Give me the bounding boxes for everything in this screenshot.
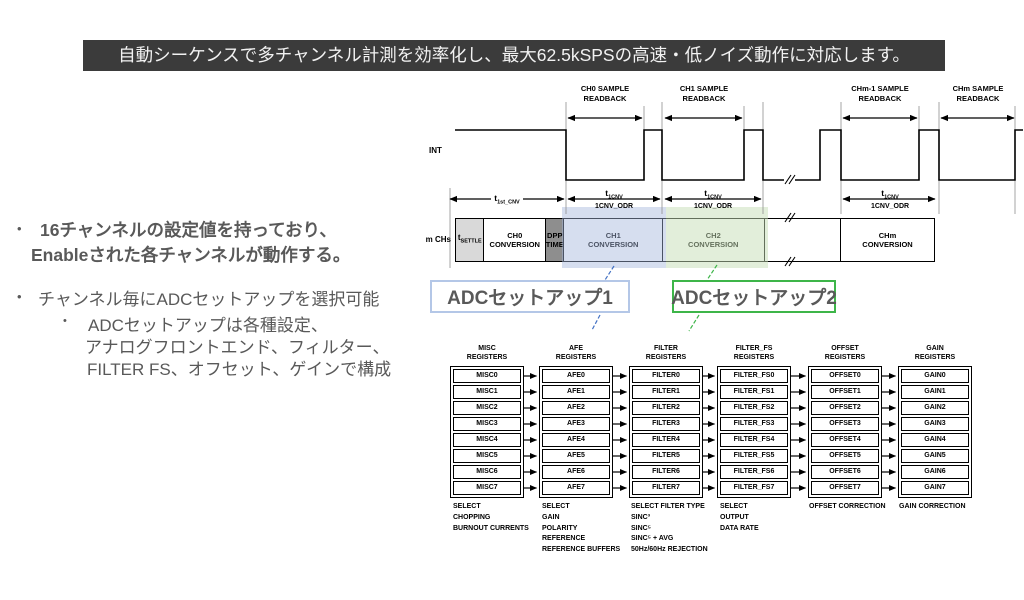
register-cell: OFFSET4 — [811, 433, 879, 447]
register-cell: GAIN1 — [901, 385, 969, 399]
bullet1-line1: 16チャンネルの設定値を持っており、 — [40, 220, 337, 240]
mchs-label: m CHs — [425, 235, 451, 244]
t1cnv-label-1: t1CNV — [605, 188, 623, 201]
misc-footer: SELECT CHOPPING BURNOUT CURRENTS — [453, 503, 529, 532]
register-cell: OFFSET1 — [811, 385, 879, 399]
register-cell: FILTER0 — [632, 369, 700, 383]
register-cell: GAIN2 — [901, 401, 969, 415]
register-cell: FILTER4 — [632, 433, 700, 447]
offset-footer: OFFSET CORRECTION — [809, 503, 886, 510]
register-cell: AFE4 — [542, 433, 610, 447]
register-cell: AFE6 — [542, 465, 610, 479]
register-cell: AFE3 — [542, 417, 610, 431]
misc-registers-column: MISC0 MISC1 MISC2 MISC3 MISC4 MISC5 MISC… — [450, 366, 524, 498]
register-cell: OFFSET6 — [811, 465, 879, 479]
t1cnv-label-2: t1CNV — [704, 188, 722, 201]
register-cell: AFE1 — [542, 385, 610, 399]
filter-registers-column: FILTER0 FILTER1 FILTER2 FILTER3 FILTER4 … — [629, 366, 703, 498]
register-cell: FILTER_FS5 — [720, 449, 788, 463]
row-break-gap — [763, 218, 842, 262]
filter-fs-footer: SELECT OUTPUT DATA RATE — [720, 503, 759, 532]
register-cell: GAIN6 — [901, 465, 969, 479]
bullet-icon: • — [17, 289, 22, 304]
int-signal-label: INT — [429, 146, 442, 155]
register-cell: OFFSET7 — [811, 481, 879, 495]
register-cell: GAIN4 — [901, 433, 969, 447]
register-cell: GAIN3 — [901, 417, 969, 431]
gain-footer: GAIN CORRECTION — [899, 503, 966, 510]
bullet1-line2: Enableされた各チャンネルが動作する。 — [31, 245, 351, 265]
title-banner: 自動シーケンスで多チャンネル計測を効率化し、最大62.5kSPSの高速・低ノイズ… — [83, 40, 945, 71]
tsettle-cell: tSETTLE — [455, 218, 485, 262]
register-cell: MISC7 — [453, 481, 521, 495]
register-cell: OFFSET5 — [811, 449, 879, 463]
register-cell: FILTER_FS4 — [720, 433, 788, 447]
register-cell: GAIN0 — [901, 369, 969, 383]
register-cell: MISC2 — [453, 401, 521, 415]
register-cell: MISC3 — [453, 417, 521, 431]
register-cell: FILTER5 — [632, 449, 700, 463]
odr-label-3: 1CNV_ODR — [870, 203, 910, 210]
odr-label-1: 1CNV_ODR — [594, 203, 634, 210]
afe-footer: SELECT GAIN POLARITY REFERENCE REFERENCE… — [542, 503, 621, 554]
sub-bullet-icon: • — [63, 315, 67, 327]
t1cnv-label-3: t1CNV — [881, 188, 899, 201]
register-cell: MISC0 — [453, 369, 521, 383]
register-cell: OFFSET2 — [811, 401, 879, 415]
adc-setup1-box: ADCセットアップ1 — [430, 280, 630, 313]
register-cell: OFFSET0 — [811, 369, 879, 383]
register-cell: AFE2 — [542, 401, 610, 415]
register-cell: FILTER6 — [632, 465, 700, 479]
odr-label-2: 1CNV_ODR — [693, 203, 733, 210]
bullet2-sub-line2: アナログフロントエンド、フィルター、 — [85, 338, 390, 357]
register-cell: AFE0 — [542, 369, 610, 383]
register-cell: GAIN7 — [901, 481, 969, 495]
filter-fs-registers-column: FILTER_FS0 FILTER_FS1 FILTER_FS2 FILTER_… — [717, 366, 791, 498]
register-cell: FILTER_FS6 — [720, 465, 788, 479]
bullet2-sub-line3: FILTER FS、オフセット、ゲインで構成 — [87, 360, 392, 379]
register-cell: AFE7 — [542, 481, 610, 495]
register-cell: FILTER_FS3 — [720, 417, 788, 431]
t1st-cnv-label: t1st_CNV — [462, 193, 552, 206]
offset-registers-column: OFFSET0 OFFSET1 OFFSET2 OFFSET3 OFFSET4 … — [808, 366, 882, 498]
register-cell: FILTER7 — [632, 481, 700, 495]
register-cell: OFFSET3 — [811, 417, 879, 431]
register-cell: FILTER_FS1 — [720, 385, 788, 399]
register-cell: AFE5 — [542, 449, 610, 463]
register-cell: MISC5 — [453, 449, 521, 463]
adc-setup2-box: ADCセットアップ2 — [671, 280, 837, 313]
register-cell: FILTER3 — [632, 417, 700, 431]
register-cell: FILTER2 — [632, 401, 700, 415]
register-cell: FILTER1 — [632, 385, 700, 399]
bullet2-sub-line1: ADCセットアップは各種設定、 — [88, 316, 328, 335]
filter-footer: SELECT FILTER TYPE SINC³ SINC⁵ SINC⁵ + A… — [631, 503, 708, 554]
register-cell: MISC4 — [453, 433, 521, 447]
register-cell: MISC6 — [453, 465, 521, 479]
register-cell: MISC1 — [453, 385, 521, 399]
afe-registers-column: AFE0 AFE1 AFE2 AFE3 AFE4 AFE5 AFE6 AFE7 — [539, 366, 613, 498]
gain-registers-column: GAIN0 GAIN1 GAIN2 GAIN3 GAIN4 GAIN5 GAIN… — [898, 366, 972, 498]
register-cell: FILTER_FS7 — [720, 481, 788, 495]
register-cell: FILTER_FS0 — [720, 369, 788, 383]
bullet2-text: チャンネル毎にADCセットアップを選択可能 — [38, 290, 380, 309]
register-cell: FILTER_FS2 — [720, 401, 788, 415]
bullet-icon: • — [17, 221, 22, 236]
register-cell: GAIN5 — [901, 449, 969, 463]
